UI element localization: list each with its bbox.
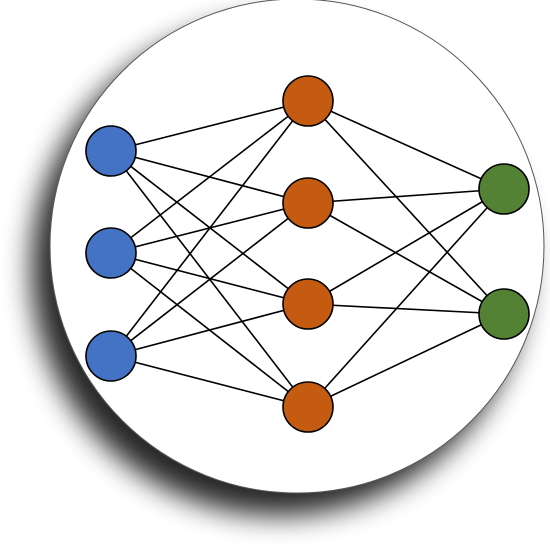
network-nodes <box>85 75 530 433</box>
input-node-1 <box>85 125 137 177</box>
hidden-node-1 <box>282 75 334 127</box>
edge-hidden-1-to-output-1 <box>307 100 505 190</box>
hidden-node-3 <box>282 278 334 330</box>
edge-hidden-3-to-output-1 <box>307 188 505 305</box>
hidden-node-4 <box>282 381 334 433</box>
edge-input-2-to-hidden-1 <box>110 100 309 254</box>
edge-hidden-3-to-output-2 <box>307 303 505 315</box>
hidden-node-2 <box>282 177 334 229</box>
edge-hidden-4-to-output-1 <box>307 188 505 408</box>
edge-input-1-to-hidden-1 <box>110 100 309 152</box>
edge-hidden-2-to-output-1 <box>307 188 505 204</box>
edge-hidden-1-to-output-2 <box>307 100 505 315</box>
connection-edges <box>110 100 505 408</box>
circular-frame <box>49 0 545 494</box>
output-node-2 <box>478 288 530 340</box>
input-node-3 <box>85 330 137 382</box>
output-node-1 <box>478 163 530 215</box>
edge-input-3-to-hidden-1 <box>110 100 309 357</box>
edge-hidden-2-to-output-2 <box>307 202 505 315</box>
edge-hidden-4-to-output-2 <box>307 313 505 408</box>
edge-input-3-to-hidden-2 <box>110 202 309 357</box>
edge-input-3-to-hidden-4 <box>110 355 309 408</box>
input-node-2 <box>85 227 137 279</box>
edge-input-3-to-hidden-3 <box>110 303 309 357</box>
